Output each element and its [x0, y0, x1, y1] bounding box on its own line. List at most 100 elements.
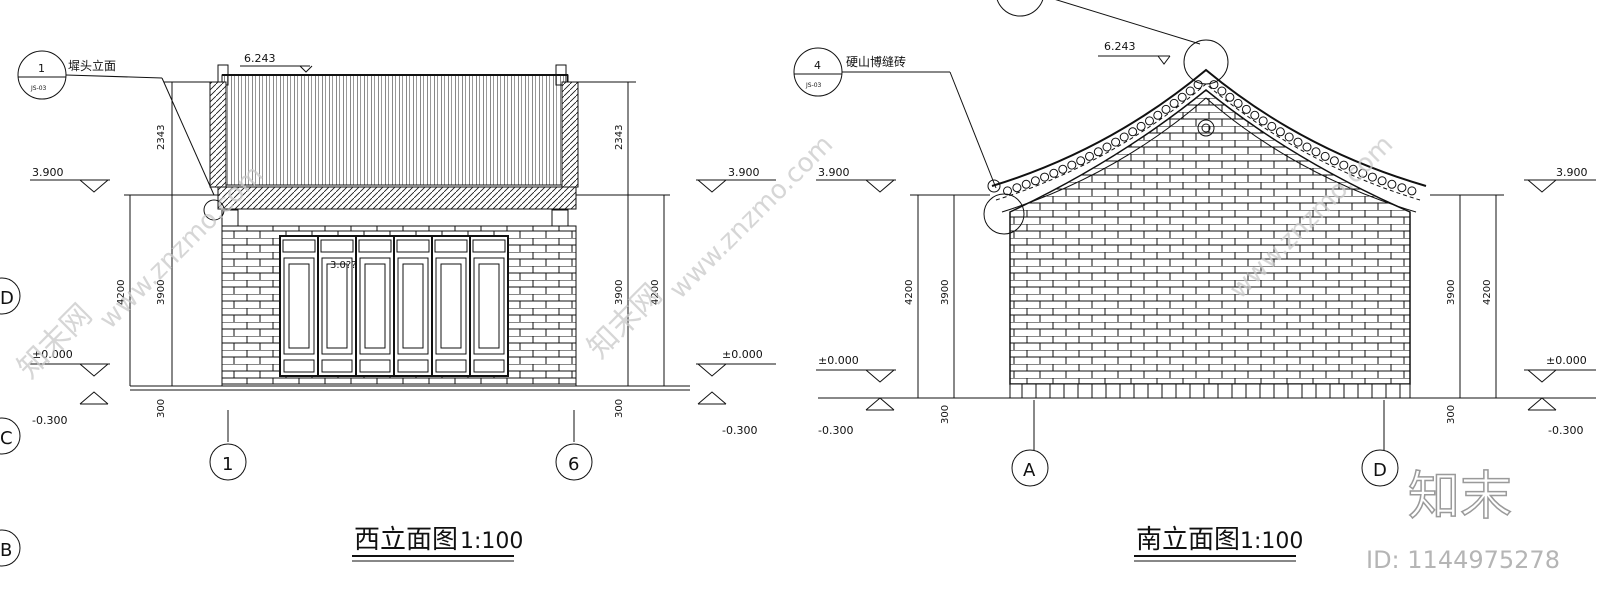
gable-tile-end	[1085, 151, 1094, 161]
gable-tile-end	[1377, 176, 1387, 186]
door-lattice	[364, 263, 386, 349]
svg-text:3900: 3900	[614, 280, 625, 305]
door-lattice	[402, 263, 424, 349]
svg-text:4200: 4200	[116, 280, 127, 305]
door-leaf	[435, 257, 467, 355]
south-ridge-level: 6.243	[1104, 40, 1136, 53]
svg-text:4200: 4200	[1482, 280, 1493, 305]
south-floor-level-left: ±0.000	[818, 354, 859, 367]
door-lattice	[478, 263, 500, 349]
svg-text:知末网: 知末网	[11, 297, 99, 385]
west-elevation: 1 JS-03 墀头立面 6.243 2343 4200 3900 300 3.…	[17, 50, 776, 562]
door-transom	[358, 239, 392, 253]
west-eave-level-left: 3.900	[32, 166, 64, 179]
axis-bubble-D	[1361, 449, 1399, 487]
west-floor-level-right: ±0.000	[722, 348, 763, 361]
gable-tile-end	[1233, 98, 1243, 108]
door-kick-panel	[283, 359, 315, 373]
axis-bubble-A	[1011, 449, 1049, 487]
south-ground-level-left: -0.300	[818, 424, 853, 437]
svg-text:JS-03: JS-03	[30, 85, 47, 92]
gable-tile-end	[1012, 183, 1022, 193]
west-eave-band	[217, 186, 577, 210]
gable-tile-end	[1320, 151, 1330, 161]
svg-text:A: A	[1023, 460, 1036, 481]
gable-tile-end	[1185, 86, 1195, 96]
gable-tile-end	[1111, 137, 1121, 147]
svg-text:C: C	[0, 428, 13, 449]
west-floor-level-left: ±0.000	[32, 348, 73, 361]
door-kick-panel	[473, 359, 505, 373]
door-leaf	[359, 257, 391, 355]
svg-text:3900: 3900	[940, 280, 951, 305]
door-kick-panel	[435, 359, 467, 373]
door-kick-panel	[397, 359, 429, 373]
gable-tile-end	[1217, 86, 1227, 96]
svg-text:B: B	[0, 540, 12, 561]
west-elevation-scale: 1:100	[460, 529, 523, 554]
south-ground-level-right: -0.300	[1548, 424, 1583, 437]
door-leaf	[321, 257, 353, 355]
south-eave-level-left: 3.900	[818, 166, 850, 179]
svg-text:4: 4	[814, 59, 821, 72]
gable-tile-end	[1076, 156, 1086, 166]
door-leaf	[283, 257, 315, 355]
door-kick-panel	[321, 359, 353, 373]
door-transom	[282, 239, 316, 253]
gable-tile-end	[1250, 110, 1260, 120]
gable-tile-end	[1067, 160, 1077, 170]
gable-tile-end	[1119, 132, 1129, 142]
gable-tile-end	[1093, 147, 1103, 157]
gable-tile-end	[1311, 147, 1321, 157]
svg-text:3900: 3900	[1446, 280, 1457, 305]
south-floor-level-right: ±0.000	[1546, 354, 1587, 367]
gable-tile-end	[1136, 121, 1146, 131]
gable-tile-end	[1397, 183, 1407, 193]
gable-tile-end	[1030, 176, 1040, 186]
gable-tile-end	[1169, 98, 1179, 108]
gable-tile-end	[1267, 121, 1277, 131]
gable-tile-end	[1209, 80, 1219, 90]
svg-text:6: 6	[568, 454, 579, 475]
gable-tile-end	[1258, 116, 1268, 126]
west-ground-level-right: -0.300	[722, 424, 757, 437]
svg-text:3900: 3900	[156, 280, 167, 305]
svg-text:300: 300	[940, 405, 951, 424]
gable-tile-end	[1367, 172, 1377, 182]
gable-tile-end	[1102, 142, 1112, 152]
door-kick-panel	[359, 359, 391, 373]
south-plinth	[1009, 383, 1411, 399]
gable-tile-end	[1387, 179, 1397, 189]
svg-text:D: D	[1373, 460, 1387, 481]
gable-tile-end	[1407, 186, 1417, 196]
svg-text:D: D	[0, 288, 14, 309]
west-ground-level-left: -0.300	[32, 414, 67, 427]
gable-tile-end	[1058, 164, 1068, 174]
watermark-id: ID: 1144975278	[1366, 546, 1560, 574]
svg-text:4200: 4200	[650, 280, 661, 305]
gable-tile-end	[1049, 168, 1059, 178]
west-roof-tiles	[221, 74, 569, 186]
door-leaf	[397, 257, 429, 355]
door-transom	[434, 239, 468, 253]
svg-text:300: 300	[1446, 405, 1457, 424]
door-transom	[320, 239, 354, 253]
svg-text:300: 300	[156, 399, 167, 418]
door-lattice	[326, 263, 348, 349]
gable-tile-end	[1145, 116, 1154, 126]
gable-tile-end	[1153, 110, 1163, 120]
west-eave-level-right: 3.900	[728, 166, 760, 179]
west-elevation-title: 西立面图	[354, 525, 458, 555]
door-transom	[472, 239, 506, 253]
edge-axis-bubbles: D C B	[0, 277, 21, 567]
gable-tile-end	[1284, 132, 1294, 142]
gable-tile-end	[1348, 164, 1358, 174]
gable-tile-end	[1293, 137, 1303, 147]
gable-tile-end	[1040, 172, 1050, 182]
gable-tile-end	[1003, 186, 1012, 196]
door-leaf	[473, 257, 505, 355]
gable-tile-end	[1241, 104, 1251, 114]
svg-text:2343: 2343	[614, 125, 625, 150]
south-elevation-scale: 1:100	[1240, 529, 1303, 554]
